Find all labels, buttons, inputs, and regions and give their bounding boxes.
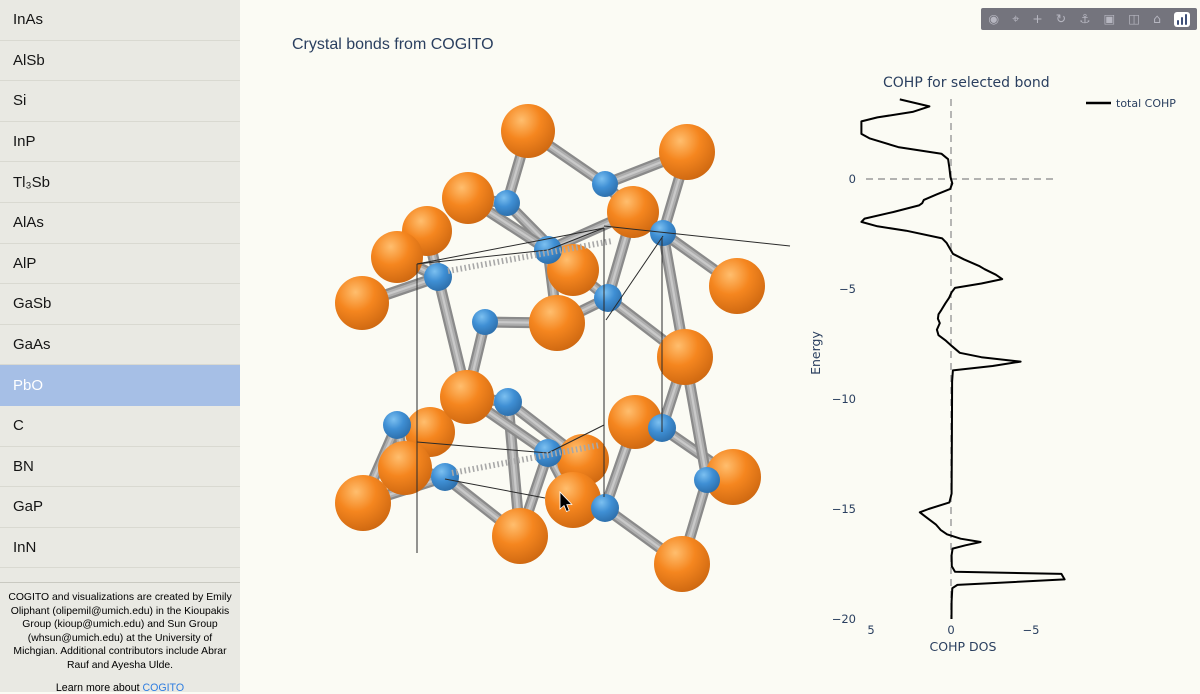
y-tick-label: −20 [832, 612, 856, 626]
sidebar-item-BN[interactable]: BN [0, 447, 240, 488]
sidebar-item-Si[interactable]: Si [0, 81, 240, 122]
pb-atom[interactable] [440, 370, 494, 424]
pb-atom[interactable] [608, 395, 662, 449]
sidebar-item-TlSb[interactable]: Tl₃Sb [0, 162, 240, 203]
crystal-3d-scene[interactable] [335, 104, 791, 592]
o-atom[interactable] [650, 220, 676, 246]
pb-atom[interactable] [659, 124, 715, 180]
sidebar-item-GaP[interactable]: GaP [0, 487, 240, 528]
sidebar-item-GaSb[interactable]: GaSb [0, 284, 240, 325]
zoom-icon[interactable]: ⌖ [1012, 11, 1020, 26]
o-atom[interactable] [424, 263, 452, 291]
legend-label[interactable]: total COHP [1116, 97, 1176, 110]
x-tick-label: 0 [947, 623, 954, 637]
y-tick-label: −5 [839, 282, 856, 296]
x-axis-label: COHP DOS [930, 639, 997, 654]
pb-atom[interactable] [705, 449, 761, 505]
pb-atom[interactable] [709, 258, 765, 314]
y-tick-label: −10 [832, 392, 856, 406]
modebar: ◉ ⌖ + ↻ ⚓ ▣ ◫ ⌂ [981, 8, 1197, 30]
pb-atom[interactable] [378, 441, 432, 495]
y-tick-label: −15 [832, 502, 856, 516]
o-atom[interactable] [594, 284, 622, 312]
reset-camera-last-icon[interactable]: ◫ [1128, 11, 1141, 26]
o-atom[interactable] [383, 411, 411, 439]
orbit-rotation-icon[interactable]: ↻ [1055, 11, 1067, 26]
pb-atom[interactable] [371, 231, 423, 283]
o-atom[interactable] [494, 190, 520, 216]
plotly-logo-button[interactable] [1174, 11, 1190, 27]
hover-closest-icon[interactable]: ⌂ [1153, 11, 1161, 26]
turntable-rotation-icon[interactable]: ⚓ [1079, 11, 1091, 26]
sidebar-item-GaAs[interactable]: GaAs [0, 325, 240, 366]
sidebar-item-AlP[interactable]: AlP [0, 244, 240, 285]
pb-atom[interactable] [529, 295, 585, 351]
chart-title: COHP for selected bond [883, 75, 1050, 91]
pb-atom[interactable] [335, 276, 389, 330]
o-atom[interactable] [694, 467, 720, 493]
x-tick-label: −5 [1023, 623, 1040, 637]
y-axis-label: Energy [808, 331, 823, 375]
camera-icon[interactable]: ◉ [988, 11, 1000, 26]
o-atom[interactable] [591, 494, 619, 522]
o-atom[interactable] [592, 171, 618, 197]
learn-more-line: Learn more about COGITO [6, 682, 234, 694]
sidebar-item-AlSb[interactable]: AlSb [0, 41, 240, 82]
pb-atom[interactable] [335, 475, 391, 531]
sidebar-item-InP[interactable]: InP [0, 122, 240, 163]
pan-icon[interactable]: + [1032, 11, 1043, 26]
pb-atom[interactable] [657, 329, 713, 385]
pb-atom[interactable] [492, 508, 548, 564]
reset-camera-icon[interactable]: ▣ [1103, 11, 1116, 26]
y-tick-label: 0 [849, 172, 856, 186]
pb-atom[interactable] [501, 104, 555, 158]
x-tick-label: 5 [867, 623, 874, 637]
credits-text: COGITO and visualizations are created by… [8, 592, 232, 671]
selected-bond-dotted[interactable] [447, 238, 613, 274]
sidebar-item-AlAs[interactable]: AlAs [0, 203, 240, 244]
sidebar-footer: COGITO and visualizations are created by… [0, 582, 240, 694]
sidebar-item-C[interactable]: C [0, 406, 240, 447]
cogito-link[interactable]: COGITO [142, 682, 185, 694]
sidebar-item-InAs[interactable]: InAs [0, 0, 240, 41]
total-cohp-curve [860, 98, 1066, 620]
learn-more-text: Learn more about [55, 682, 143, 694]
page-title: Crystal bonds from COGITO [292, 36, 494, 53]
pb-atom[interactable] [654, 536, 710, 592]
o-atom[interactable] [472, 309, 498, 335]
sidebar-item-PbO[interactable]: PbO [0, 365, 240, 406]
o-atom[interactable] [494, 388, 522, 416]
mouse-cursor [559, 490, 573, 513]
sidebar-item-InN[interactable]: InN [0, 528, 240, 569]
o-atom[interactable] [431, 463, 459, 491]
pb-atom[interactable] [545, 472, 601, 528]
pb-atom[interactable] [442, 172, 494, 224]
pb-atom[interactable] [607, 186, 659, 238]
